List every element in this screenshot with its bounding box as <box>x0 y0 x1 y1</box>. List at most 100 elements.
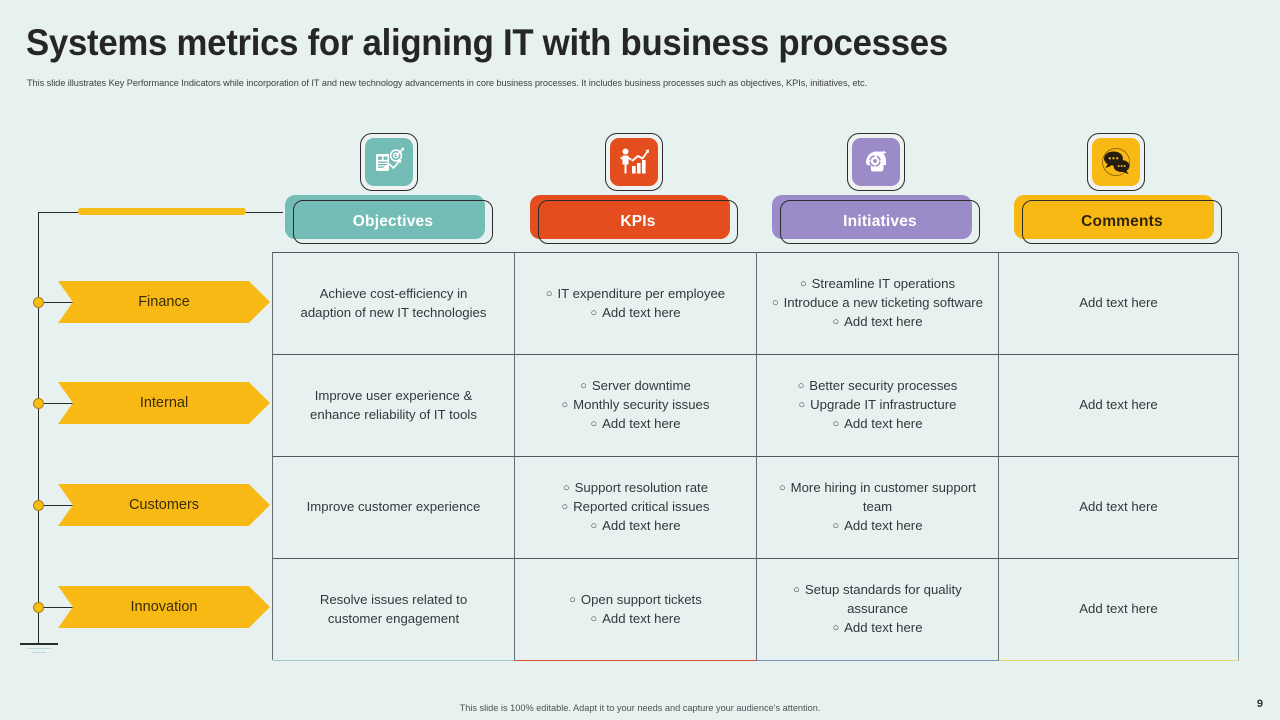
table-cell-objectives[interactable]: Improve user experience & enhance reliabi… <box>273 355 515 457</box>
icon-inner-fill <box>365 138 413 186</box>
category-banner-label: Internal <box>139 395 189 411</box>
bullet-icon: ○ <box>832 621 840 634</box>
column-header-label: KPIs <box>620 213 656 230</box>
category-banner-customers[interactable]: Customers <box>58 484 270 526</box>
table-cell-comments[interactable]: Add text here <box>999 355 1239 457</box>
column-header-fill <box>772 195 972 239</box>
table-cell-objectives[interactable]: Achieve cost-efficiency in adaption of ne… <box>273 253 515 355</box>
list-item: ○Add text here <box>832 415 923 431</box>
column-header-kpis[interactable]: KPIs <box>530 195 740 245</box>
table-cell-comments[interactable]: Add text here <box>999 559 1239 661</box>
bullet-icon: ○ <box>590 612 598 625</box>
bullet-icon: ○ <box>590 519 598 532</box>
document-target-icon[interactable] <box>360 133 418 191</box>
bullet-icon: ○ <box>561 501 569 514</box>
table-cell-comments[interactable]: Add text here <box>999 457 1239 559</box>
list-item: ○Better security processes <box>797 378 958 394</box>
column-header-label: Objectives <box>352 213 434 230</box>
category-banner-internal[interactable]: Internal <box>58 382 270 424</box>
text-line: enhance reliability of IT tools <box>310 406 477 422</box>
category-banner-innovation[interactable]: Innovation <box>58 586 270 628</box>
list-item: ○Add text here <box>590 304 681 320</box>
column-header-outline <box>538 200 738 244</box>
text-line: Add text here <box>1079 397 1158 413</box>
text-line: Resolve issues related to <box>319 591 468 607</box>
icon-inner-fill <box>610 138 658 186</box>
category-banner-label: Customers <box>128 497 200 513</box>
text-line: Add text here <box>1079 499 1158 515</box>
tree-ground-symbol <box>20 643 58 653</box>
bullet-icon: ○ <box>832 417 840 430</box>
metrics-table: Achieve cost-efficiency in adaption of ne… <box>272 252 1239 661</box>
tree-yellow-bar <box>78 208 246 215</box>
list-item: ○Streamline IT operations <box>799 276 956 292</box>
column-header-initiatives[interactable]: Initiatives <box>772 195 982 245</box>
table-cell-initiatives[interactable]: ○Streamline IT operations ○Introduce a ne… <box>757 253 999 355</box>
column-header-outline <box>293 200 493 244</box>
icon-inner-fill <box>1092 138 1140 186</box>
tree-vertical-line <box>38 212 39 645</box>
list-item: ○Server downtime <box>580 378 691 394</box>
table-cell-comments[interactable]: Add text here <box>999 253 1239 355</box>
category-banner-label: Finance <box>138 294 190 310</box>
list-item: ○Introduce a new ticketing software <box>771 295 984 311</box>
tree-node-dot <box>33 398 44 409</box>
text-line: Improve user experience & <box>314 387 473 403</box>
text-line: adaption of new IT technologies <box>300 304 487 320</box>
column-header-label: Initiatives <box>843 213 917 230</box>
table-cell-objectives[interactable]: Resolve issues related to customer engage… <box>273 559 515 661</box>
column-header-comments[interactable]: Comments <box>1014 195 1224 245</box>
column-header-label: Comments <box>1081 213 1163 230</box>
bullet-icon: ○ <box>832 315 840 328</box>
bullet-icon: ○ <box>545 287 553 300</box>
bullet-icon: ○ <box>793 584 800 597</box>
tree-node-line <box>44 607 78 608</box>
text-line: Add text here <box>1079 295 1158 311</box>
bullet-icon: ○ <box>561 399 569 412</box>
tree-node-line <box>44 403 78 404</box>
table-cell-objectives[interactable]: Improve customer experience <box>273 457 515 559</box>
column-header-fill <box>1014 195 1214 239</box>
column-header-fill <box>285 195 485 239</box>
tree-node-dot <box>33 500 44 511</box>
text-line: Add text here <box>1079 601 1158 617</box>
speech-bubbles-icon[interactable] <box>1087 133 1145 191</box>
table-cell-kpis[interactable]: ○Server downtime○Monthly security issues… <box>515 355 757 457</box>
list-item: ○Add text here <box>590 517 681 533</box>
page-title: Systems metrics for aligning IT with bus… <box>26 22 948 63</box>
list-item: ○Upgrade IT infrastructure <box>798 397 957 413</box>
table-cell-initiatives[interactable]: ○More hiring in customer support team○Ad… <box>757 457 999 559</box>
connector-tree <box>0 190 300 680</box>
bullet-icon: ○ <box>798 399 806 412</box>
footer-note: This slide is 100% editable. Adapt it to… <box>459 703 821 713</box>
table-cell-kpis[interactable]: ○Support resolution rate○Reported critic… <box>515 457 757 559</box>
bullet-icon: ○ <box>569 593 576 606</box>
text-line: customer engagement <box>327 610 460 626</box>
list-item: ○IT expenditure per employee <box>545 285 726 301</box>
table-cell-initiatives[interactable]: ○Setup standards for quality assurance ○A… <box>757 559 999 661</box>
list-item: ○Add text here <box>832 619 923 635</box>
table-cell-kpis[interactable]: ○IT expenditure per employee ○Add text he… <box>515 253 757 355</box>
bullet-icon: ○ <box>799 278 807 291</box>
icon-inner-fill <box>852 138 900 186</box>
list-item: ○Setup standards for quality assurance <box>793 582 962 617</box>
bullet-icon: ○ <box>562 482 570 495</box>
list-item: ○Support resolution rate <box>562 480 709 496</box>
tree-node-dot <box>33 297 44 308</box>
bullet-icon: ○ <box>590 417 598 430</box>
list-item: ○Add text here <box>590 610 681 626</box>
text-line: Achieve cost-efficiency in <box>319 285 468 301</box>
bullet-icon: ○ <box>771 297 779 310</box>
category-banner-finance[interactable]: Finance <box>58 281 270 323</box>
person-bar-chart-icon[interactable] <box>605 133 663 191</box>
head-gear-icon[interactable] <box>847 133 905 191</box>
column-header-fill <box>530 195 730 239</box>
tree-node-dot <box>33 602 44 613</box>
table-cell-initiatives[interactable]: ○Better security processes ○Upgrade IT in… <box>757 355 999 457</box>
list-item: ○Add text here <box>832 313 923 329</box>
table-cell-kpis[interactable]: ○Open support tickets○Add text here <box>515 559 757 661</box>
column-header-objectives[interactable]: Objectives <box>285 195 495 245</box>
column-header-outline <box>1022 200 1222 244</box>
list-item: ○Add text here <box>590 415 681 431</box>
